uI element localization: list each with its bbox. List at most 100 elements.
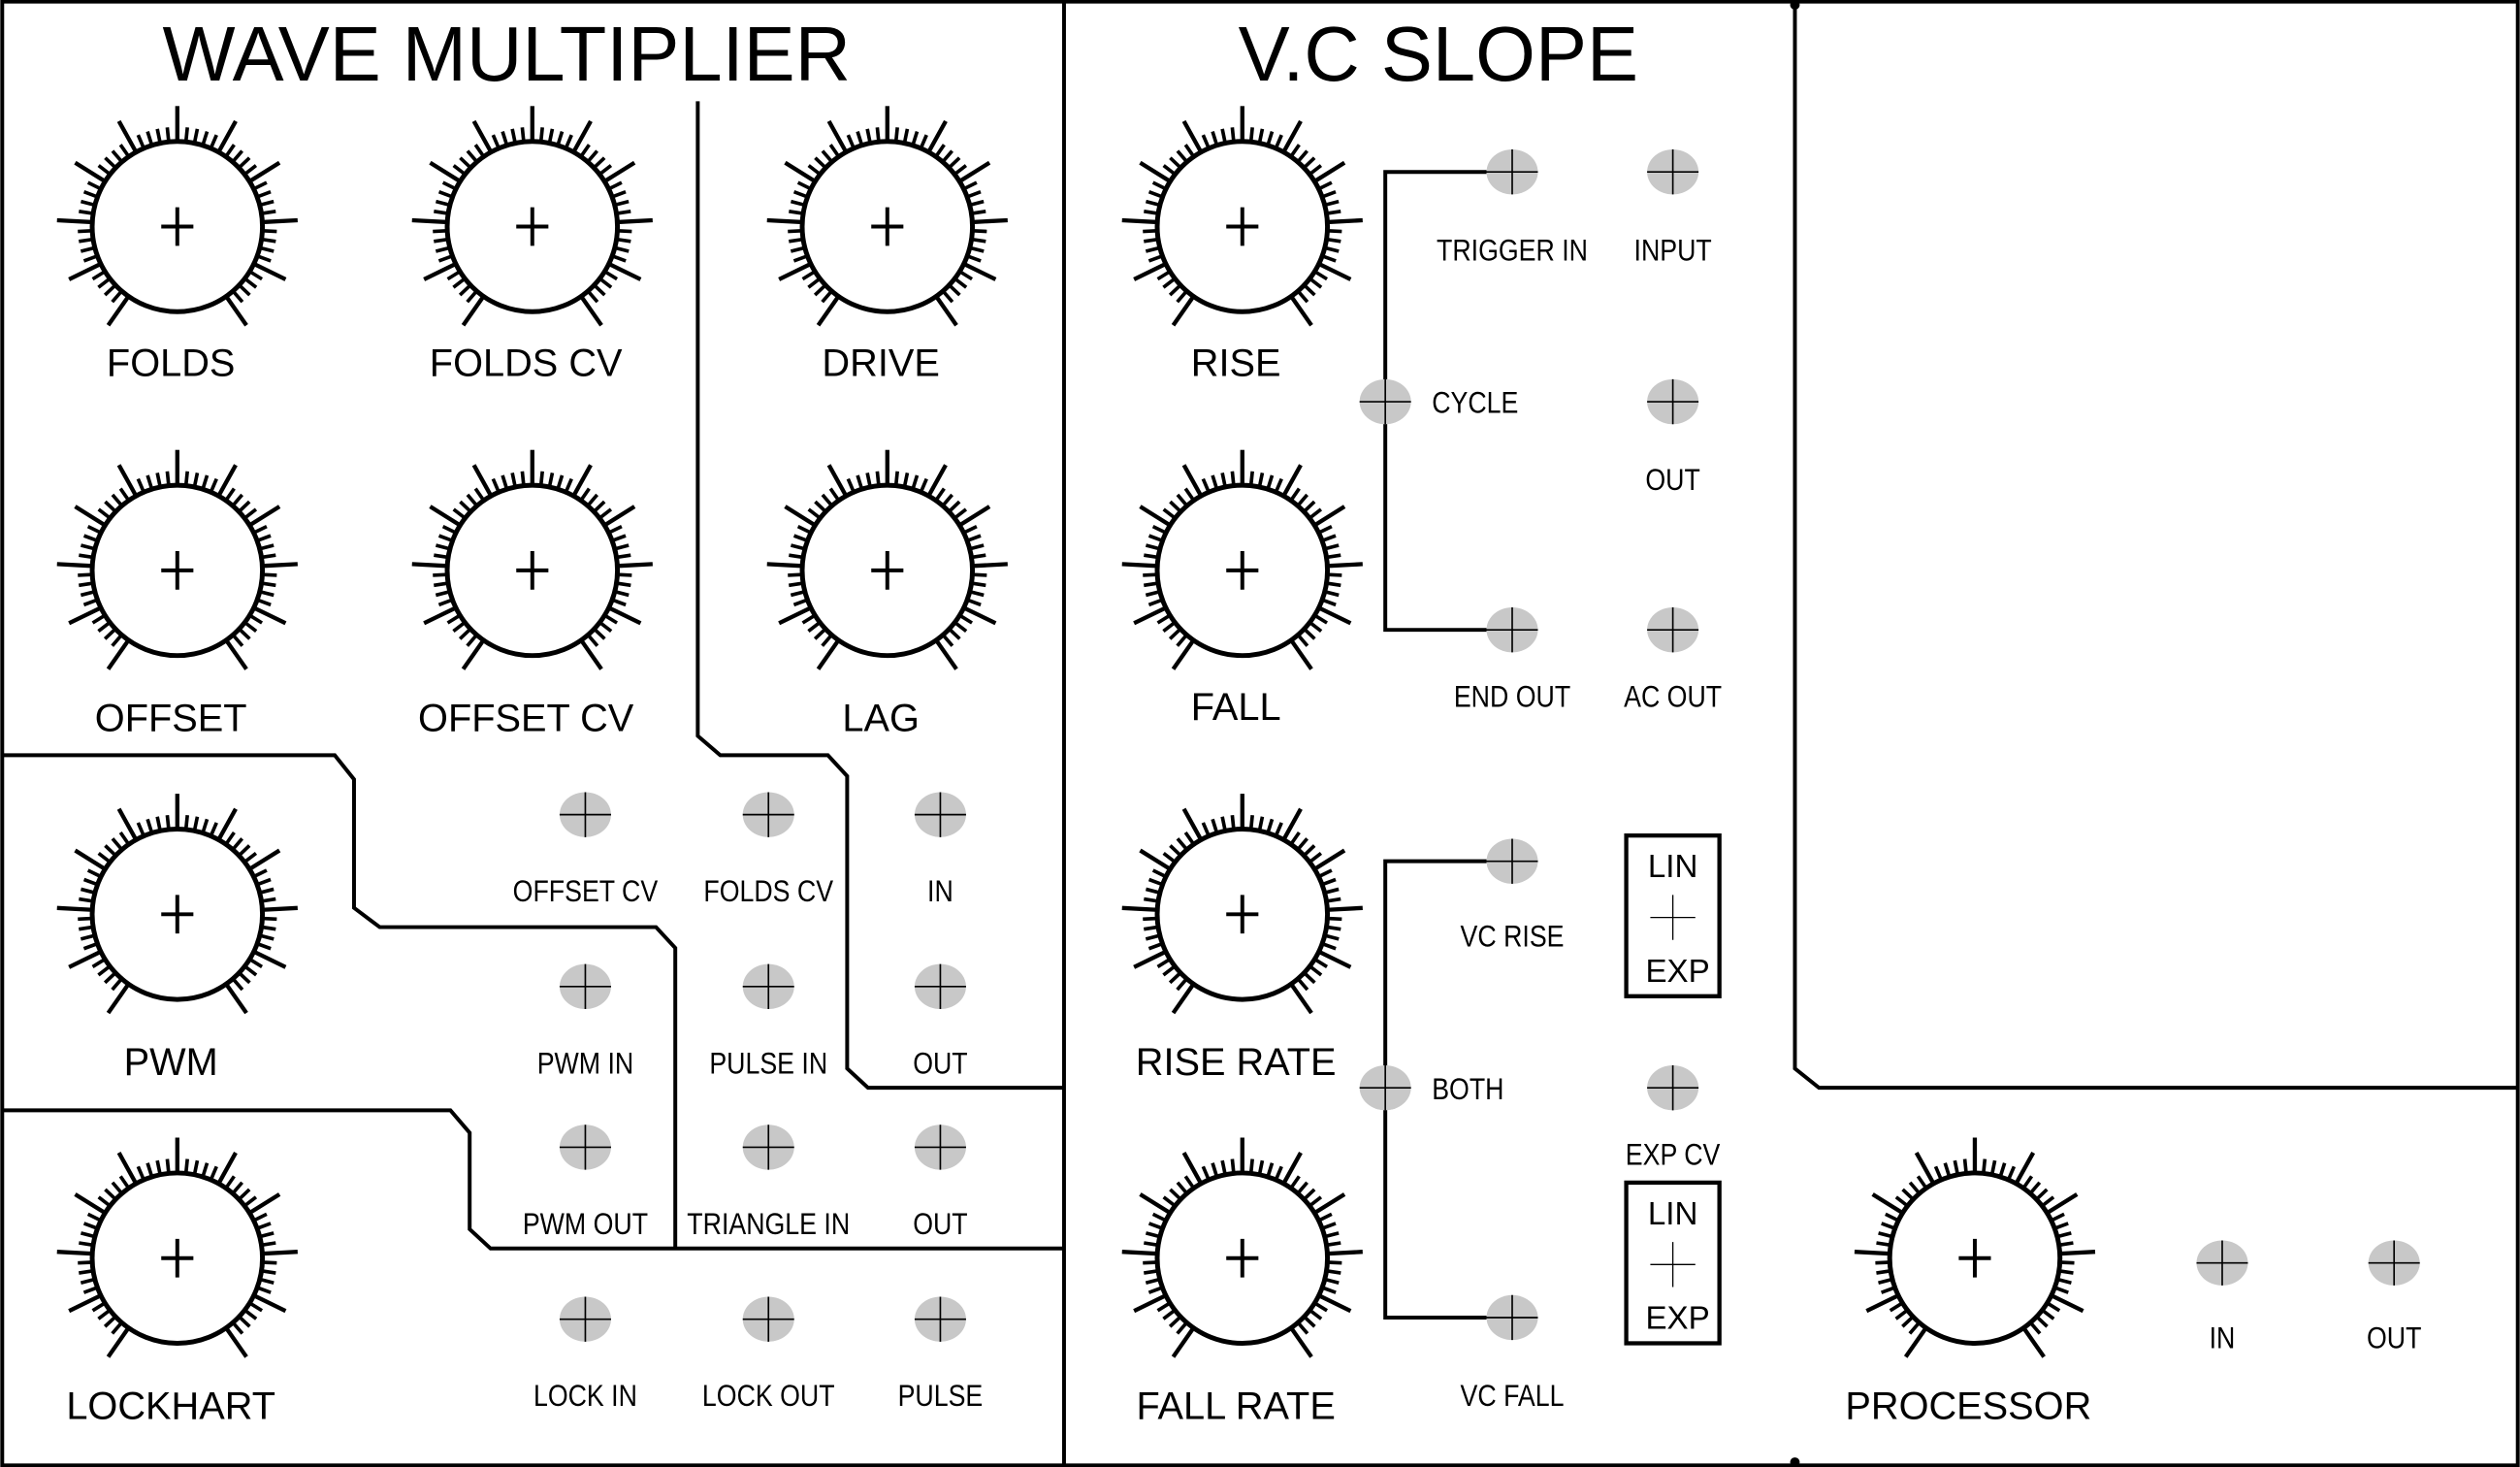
knob-tick xyxy=(1324,1231,1340,1239)
knob-tick xyxy=(611,598,627,607)
knob-tick xyxy=(1181,464,1204,498)
knob-tick xyxy=(821,493,834,507)
knob-tick xyxy=(948,627,961,640)
knob-tick xyxy=(1296,837,1308,851)
knob-tick xyxy=(1230,1158,1236,1174)
knob-offset-cv[interactable]: OFFSET CV xyxy=(411,449,653,740)
knob-tick xyxy=(971,237,986,244)
knob-tick xyxy=(1313,848,1346,871)
knob-tick xyxy=(433,228,448,234)
knob-tick xyxy=(1143,1269,1159,1275)
knob-tick xyxy=(911,474,920,490)
knob-tick xyxy=(547,128,555,144)
jack-pwm-in[interactable]: PWM IN xyxy=(537,963,634,1081)
knob-label: FOLDS CV xyxy=(430,342,623,385)
knob-tick xyxy=(1313,160,1346,183)
knob-label: LOCKHART xyxy=(66,1385,275,1427)
knob-tick xyxy=(261,1241,276,1248)
knob-tick xyxy=(603,160,636,183)
knob-tick xyxy=(80,245,96,253)
jack-cycle[interactable]: CYCLE xyxy=(1359,378,1519,425)
jack-both[interactable]: BOTH xyxy=(1359,1064,1504,1111)
knob-tick xyxy=(2035,1188,2049,1201)
knob-tick xyxy=(1145,245,1161,253)
knob-fall-rate[interactable]: FALL RATE xyxy=(1121,1137,1363,1428)
knob-drive[interactable]: DRIVE xyxy=(766,106,1008,385)
knob-tick xyxy=(155,1159,162,1176)
knob-tick xyxy=(261,896,276,903)
knob-tick xyxy=(807,164,822,177)
jack-out[interactable]: OUT xyxy=(913,1125,968,1241)
jack-trigger-in[interactable]: TRIGGER IN xyxy=(1437,149,1588,268)
knob-folds-cv[interactable]: FOLDS CV xyxy=(411,106,653,385)
knob-tick xyxy=(79,209,94,215)
jack-vc-rise[interactable]: VC RISE xyxy=(1461,838,1565,954)
knob-rise[interactable]: RISE xyxy=(1121,106,1363,385)
knob-tick xyxy=(82,534,99,543)
knob-tick xyxy=(262,572,277,577)
knob-rise-rate[interactable]: RISE RATE xyxy=(1121,794,1363,1084)
knob-tick xyxy=(201,130,210,147)
knob-tick xyxy=(1121,562,1158,569)
jack-folds-cv[interactable]: FOLDS CV xyxy=(703,792,834,909)
jack-out[interactable]: OUT xyxy=(1645,378,1700,498)
knob-tick xyxy=(893,127,899,143)
knob-tick xyxy=(155,472,162,488)
jack-in[interactable]: IN xyxy=(914,792,966,909)
jack-out[interactable]: OUT xyxy=(913,963,968,1081)
switch-label-bottom: EXP xyxy=(1645,1301,1709,1337)
jack-pulse-in[interactable]: PULSE IN xyxy=(709,963,827,1081)
knob-tick xyxy=(941,634,954,647)
knob-tick xyxy=(209,1165,218,1181)
jack-lock-out[interactable]: LOCK OUT xyxy=(702,1296,835,1414)
knob-tick xyxy=(1901,1315,1915,1328)
knob-tick xyxy=(807,507,822,520)
knob-fall[interactable]: FALL xyxy=(1121,449,1363,729)
knob-tick xyxy=(1303,1188,1316,1201)
knob-lockhart[interactable]: LOCKHART xyxy=(56,1137,298,1428)
knob-tick xyxy=(209,134,218,149)
knob-tick xyxy=(1147,254,1164,263)
knob-folds[interactable]: FOLDS xyxy=(56,106,298,385)
knob-offset[interactable]: OFFSET xyxy=(56,449,298,740)
knob-tick xyxy=(1962,1158,1968,1174)
jack-ac-out[interactable]: AC OUT xyxy=(1624,606,1722,714)
knob-tick xyxy=(411,562,448,569)
knob-tick xyxy=(611,534,627,543)
knob-tick xyxy=(238,627,251,640)
jack-offset-cv[interactable]: OFFSET CV xyxy=(513,792,659,909)
jack-exp-cv[interactable]: EXP CV xyxy=(1626,1064,1721,1172)
knob-tick xyxy=(1162,277,1177,289)
knob-tick xyxy=(1296,149,1308,164)
knob-tick xyxy=(1871,1192,1904,1216)
jack-vc-fall[interactable]: VC FALL xyxy=(1461,1294,1565,1414)
knob-processor[interactable]: PROCESSOR xyxy=(1845,1137,2096,1428)
knob-tick xyxy=(1143,581,1159,588)
knob-pwm[interactable]: PWM xyxy=(56,794,298,1084)
jack-label: OUT xyxy=(1645,464,1700,497)
knob-tick xyxy=(145,1162,154,1178)
knob-tick xyxy=(1289,295,1313,327)
knob-tick xyxy=(1321,254,1337,263)
knob-tick xyxy=(1317,180,1333,191)
knob-tick xyxy=(1257,128,1265,144)
knob-lag[interactable]: LAG xyxy=(766,449,1008,740)
jack-pulse[interactable]: PULSE xyxy=(898,1296,984,1414)
knob-tick xyxy=(1169,156,1182,170)
knob-tick xyxy=(261,925,276,931)
knob-tick xyxy=(1313,270,1329,281)
knob-tick xyxy=(1308,851,1323,864)
jack-in[interactable]: IN xyxy=(2196,1240,2248,1355)
jack-lock-in[interactable]: LOCK IN xyxy=(533,1296,637,1414)
jack-pwm-out[interactable]: PWM OUT xyxy=(523,1125,648,1241)
jack-input[interactable]: INPUT xyxy=(1634,149,1712,268)
knob-tick xyxy=(216,1152,238,1185)
knob-tick xyxy=(926,464,948,498)
jack-triangle-in[interactable]: TRIANGLE IN xyxy=(687,1125,850,1241)
jack-out[interactable]: OUT xyxy=(2367,1240,2422,1355)
knob-tick xyxy=(1176,493,1189,507)
knob-tick xyxy=(1230,127,1236,143)
jack-end-out[interactable]: END OUT xyxy=(1454,606,1570,714)
